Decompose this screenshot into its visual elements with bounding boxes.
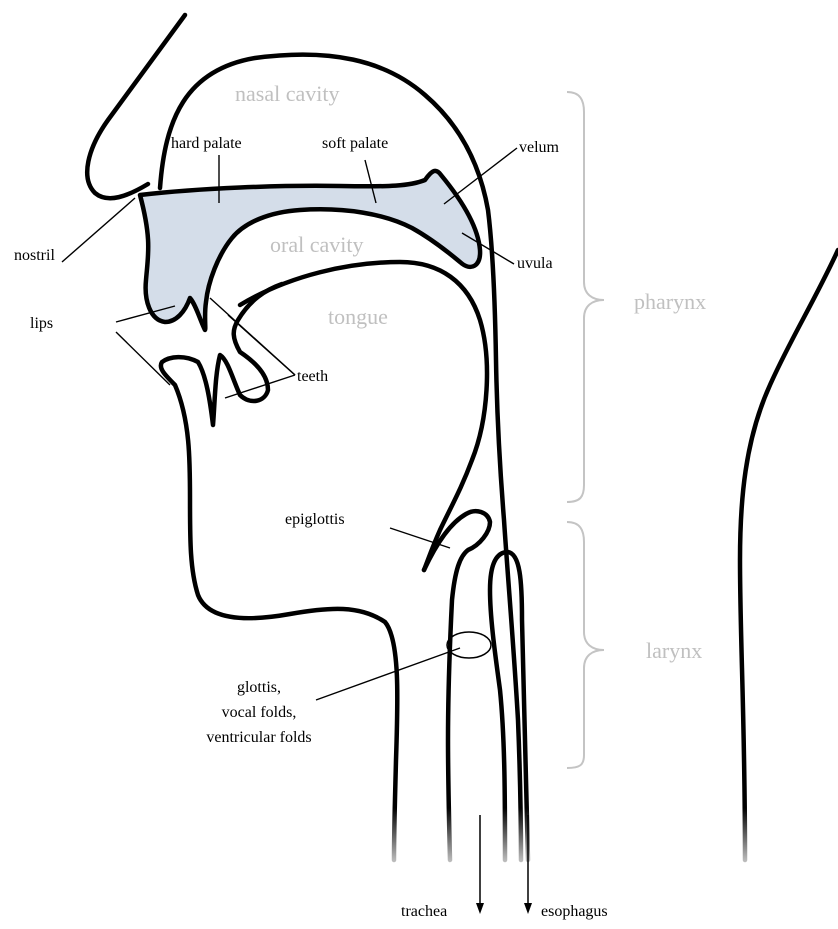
neck-back-outline (740, 250, 838, 860)
nose-outline (87, 15, 185, 198)
nasal-cavity-label: nasal cavity (235, 81, 339, 106)
oral-cavity-label: oral cavity (270, 232, 363, 257)
glottis-label-line2: vocal folds, (222, 704, 297, 721)
teeth-label: teeth (297, 368, 328, 385)
bottom-fade-right (720, 808, 780, 880)
larynx-label: larynx (646, 638, 702, 663)
pharynx-label: pharynx (634, 289, 706, 314)
nostril-leader (62, 198, 135, 262)
glottis-label-line3: ventricular folds (206, 729, 311, 746)
bottom-fade-left (370, 808, 550, 880)
hard-palate-label: hard palate (171, 135, 242, 152)
trachea-arrowhead (476, 903, 484, 914)
nostril-label: nostril (14, 247, 55, 264)
epiglottis-label: epiglottis (285, 511, 345, 528)
soft-palate-label: soft palate (322, 135, 388, 152)
epiglottis-outline (424, 511, 490, 860)
lips-leader-lower (116, 332, 170, 385)
uvula-label: uvula (517, 255, 553, 272)
pharynx-brace (567, 92, 604, 502)
velum-leader (444, 148, 517, 204)
glottis-label-line1: glottis, (237, 679, 281, 696)
glottis-leader (316, 648, 460, 700)
glottis-ellipse (447, 632, 491, 658)
esophagus-arrowhead (524, 903, 532, 914)
esophagus-label: esophagus (541, 903, 608, 920)
jaw-outline (161, 284, 398, 860)
velum-label: velum (519, 139, 560, 156)
lips-label: lips (30, 315, 53, 332)
larynx-brace (567, 522, 604, 768)
trachea-label: trachea (401, 903, 447, 920)
tongue-label: tongue (328, 304, 388, 329)
